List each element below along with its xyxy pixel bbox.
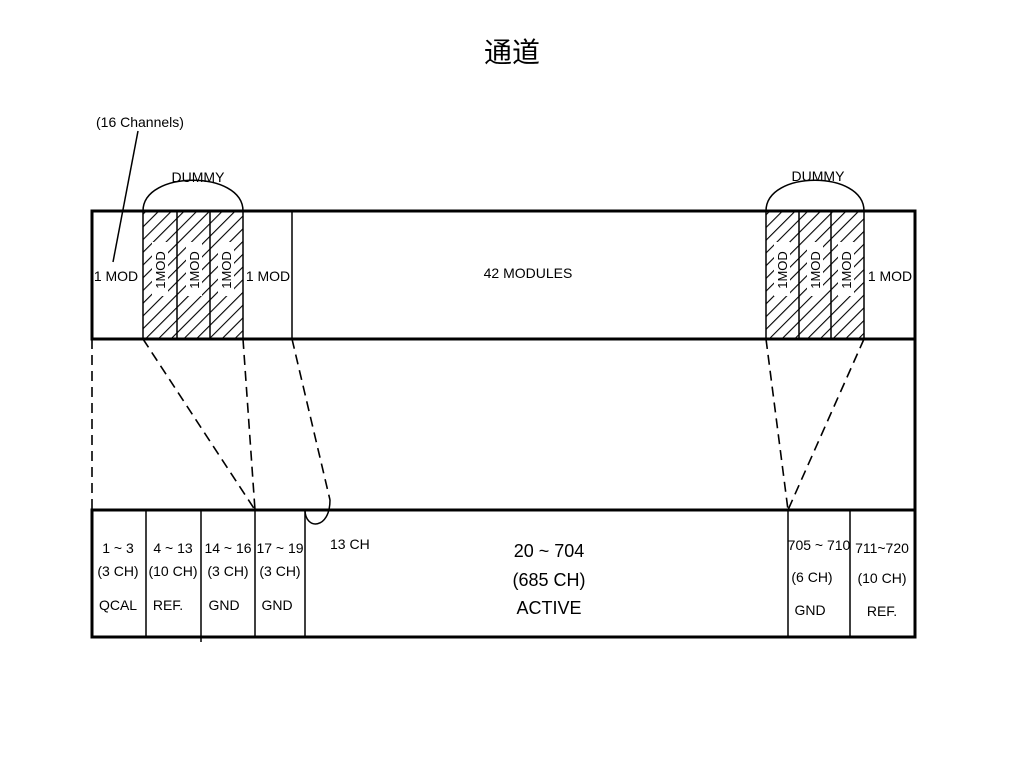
channel-cell: 4 ~ 13 (10 CH) REF. <box>148 540 197 613</box>
dummy-bracket-left <box>142 179 244 212</box>
dummy-mod-labels-right: 1MOD 1MOD 1MOD <box>774 242 854 296</box>
svg-text:QCAL: QCAL <box>99 597 137 613</box>
expansion-connectors <box>91 338 865 525</box>
module-left-outer: 1 MOD <box>94 268 138 284</box>
svg-text:(3 CH): (3 CH) <box>207 563 248 579</box>
sixteen-channels-note: (16 Channels) <box>96 114 184 130</box>
channel-cell: 1 ~ 3 (3 CH) QCAL <box>97 540 138 613</box>
sixteen-channels-pointer <box>112 130 139 263</box>
svg-text:1 ~ 3: 1 ~ 3 <box>102 540 134 556</box>
svg-text:711~720: 711~720 <box>855 540 909 556</box>
dummy-label-right: DUMMY <box>792 168 846 184</box>
dummy-mod-label: 1MOD <box>187 251 202 289</box>
dummy-mod-labels-left: 1MOD 1MOD 1MOD <box>152 242 234 296</box>
svg-text:(3 CH): (3 CH) <box>97 563 138 579</box>
dummy-mod-label: 1MOD <box>775 251 790 289</box>
svg-text:(685 CH): (685 CH) <box>512 570 585 590</box>
svg-text:(10 CH): (10 CH) <box>148 563 197 579</box>
dummy-mod-label: 1MOD <box>808 251 823 289</box>
module-left-inner: 1 MOD <box>246 268 290 284</box>
svg-text:14 ~ 16: 14 ~ 16 <box>204 540 251 556</box>
channel-cell: 711~720 (10 CH) REF. <box>855 540 909 619</box>
svg-text:(10 CH): (10 CH) <box>857 570 906 586</box>
module-middle: 42 MODULES <box>484 265 573 281</box>
svg-text:ACTIVE: ACTIVE <box>516 598 581 618</box>
svg-text:REF.: REF. <box>867 603 897 619</box>
svg-text:REF.: REF. <box>153 597 183 613</box>
dummy-mod-label: 1MOD <box>219 251 234 289</box>
channel-cell: 17 ~ 19 (3 CH) GND <box>256 540 303 613</box>
svg-text:(6 CH): (6 CH) <box>791 569 832 585</box>
svg-text:20 ~ 704: 20 ~ 704 <box>514 541 585 561</box>
svg-text:(3 CH): (3 CH) <box>259 563 300 579</box>
module-right-outer: 1 MOD <box>868 268 912 284</box>
channel-cell: 14 ~ 16 (3 CH) GND <box>204 540 251 613</box>
svg-text:GND: GND <box>261 597 292 613</box>
module-row <box>90 209 917 341</box>
thirteen-ch-note: 13 CH <box>330 536 370 552</box>
channel-row <box>90 508 917 639</box>
channel-cell: 705 ~ 710 (6 CH) GND <box>788 537 851 618</box>
dummy-mod-label: 1MOD <box>839 251 854 289</box>
svg-text:GND: GND <box>794 602 825 618</box>
svg-text:GND: GND <box>208 597 239 613</box>
page-title: 通道 <box>484 36 540 69</box>
svg-text:705 ~ 710: 705 ~ 710 <box>788 537 851 553</box>
dummy-label-left: DUMMY <box>172 169 226 185</box>
channel-cell-active: 20 ~ 704 (685 CH) ACTIVE <box>512 541 585 618</box>
dummy-mod-label: 1MOD <box>153 251 168 289</box>
svg-text:17 ~ 19: 17 ~ 19 <box>256 540 303 556</box>
svg-text:4 ~ 13: 4 ~ 13 <box>153 540 193 556</box>
dummy-bracket-right <box>765 179 865 212</box>
